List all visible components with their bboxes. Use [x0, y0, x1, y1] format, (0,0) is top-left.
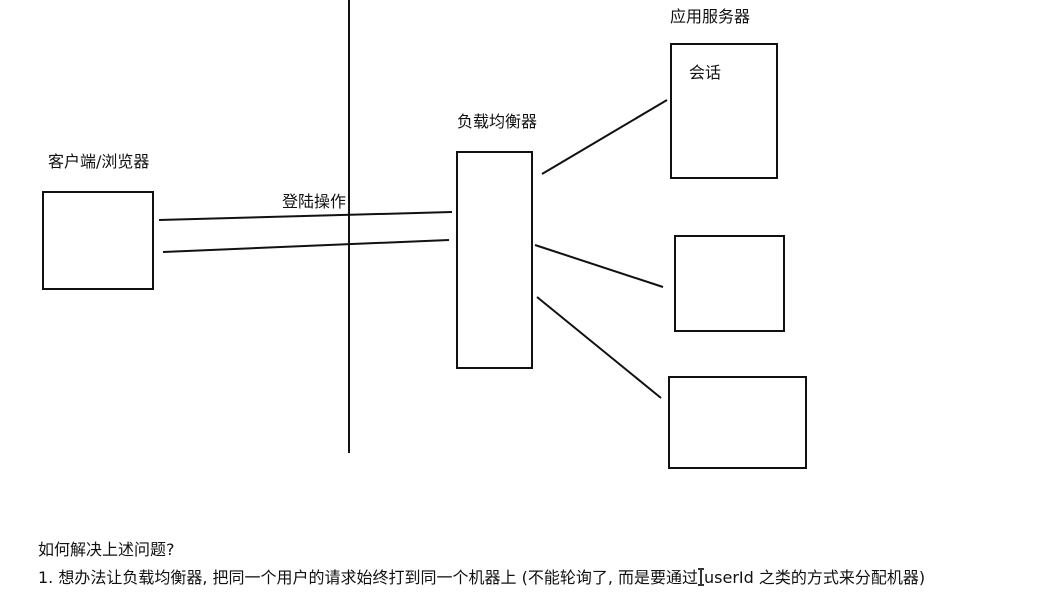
notes-section: 如何解决上述问题? 1. 想办法让负载均衡器, 把同一个用户的请求始终打到同一个…	[38, 536, 1028, 592]
load-balancer-label: 负载均衡器	[457, 112, 537, 131]
answer-line: 1. 想办法让负载均衡器, 把同一个用户的请求始终打到同一个机器上 (不能轮询了…	[38, 564, 1028, 592]
connection-to-server-1	[541, 99, 668, 175]
connection-to-server-2	[534, 244, 664, 288]
client-box	[42, 191, 154, 290]
login-request-line	[158, 211, 453, 221]
load-balancer-box	[456, 151, 533, 369]
answer-text-start: 1. 想办法让负载均衡器, 把同一个用户的请求始终打到同一个机器上 (不能轮询了…	[38, 568, 699, 587]
app-server-2-box	[674, 235, 785, 332]
answer-text-end: userId 之类的方式来分配机器)	[704, 568, 926, 587]
client-label: 客户端/浏览器	[48, 152, 149, 171]
app-server-label: 应用服务器	[670, 7, 750, 26]
login-response-line	[162, 239, 450, 253]
app-server-1-box	[670, 43, 778, 179]
text-cursor-icon	[698, 568, 705, 586]
connection-to-server-3	[536, 296, 662, 399]
question-text: 如何解决上述问题?	[38, 540, 175, 559]
app-server-3-box	[668, 376, 807, 469]
session-label: 会话	[689, 63, 721, 82]
login-label: 登陆操作	[282, 192, 346, 211]
